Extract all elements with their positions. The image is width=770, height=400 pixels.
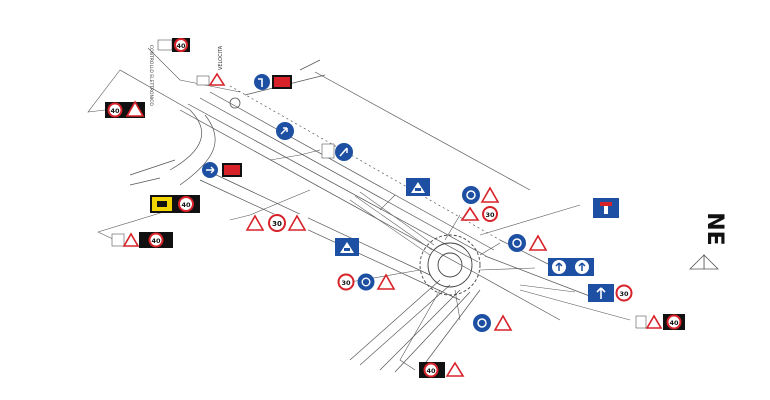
warning-triangle-icon xyxy=(287,214,307,231)
speed-limit-icon xyxy=(174,38,188,52)
speed-value: 40 xyxy=(669,319,679,327)
sign-group-top-right xyxy=(254,74,292,90)
pedestrian-crossing-icon xyxy=(411,182,425,193)
speed-limit-icon xyxy=(107,102,123,118)
roundabout-icon xyxy=(508,234,526,252)
speed-value-30: 30 xyxy=(485,211,495,219)
sign-group-yellow: 40 xyxy=(150,195,200,213)
warning-triangle-icon xyxy=(528,234,548,251)
speed-limit-icon xyxy=(268,214,286,232)
sign-group-bottom: 40 xyxy=(419,361,465,378)
sign-group-arrow-30: 30 xyxy=(588,284,633,302)
leader-lines xyxy=(87,47,631,371)
north-label: NE xyxy=(702,212,727,245)
warning-triangle-icon xyxy=(480,186,500,203)
sign-group-roundabout-top xyxy=(462,186,500,204)
warning-triangle-icon xyxy=(445,361,465,377)
speed-value-30: 30 xyxy=(272,220,282,228)
warning-triangle-icon xyxy=(645,314,663,329)
straight-arrow-icon xyxy=(596,287,606,299)
speed-value: 40 xyxy=(176,42,186,50)
dead-end-sign xyxy=(593,198,619,218)
speed-value-30: 30 xyxy=(341,279,351,287)
sign-group-left-upper: 40 xyxy=(105,100,145,118)
speed-value: 40 xyxy=(110,107,120,115)
north-arrow-icon xyxy=(703,254,719,270)
sign-group-roundabout-bottom xyxy=(473,314,513,332)
speed-limit-icon xyxy=(666,314,682,330)
sign-group-top-left: 40 xyxy=(157,38,190,52)
pedestrian-crossing-icon xyxy=(340,242,354,253)
warning-triangle-icon xyxy=(245,214,265,231)
roundabout-icon xyxy=(462,186,480,204)
speed-limit-icon xyxy=(423,362,439,378)
sign-group-left-mid xyxy=(202,162,242,178)
sign-group-lower-left: 30 xyxy=(245,214,308,232)
warning-triangle-icon xyxy=(493,314,513,331)
sign-group-keep-left xyxy=(276,122,294,140)
warning-triangle-icon xyxy=(208,72,226,86)
speed-limit-icon xyxy=(615,284,633,302)
speed-value: 40 xyxy=(426,367,436,375)
speed-value: 40 xyxy=(151,237,161,245)
speed-value: 40 xyxy=(181,201,191,209)
note-street: VELOCITA xyxy=(218,45,224,70)
sign-group-center xyxy=(321,143,353,161)
note-top: CONTROLLO ELETTRONICO xyxy=(148,45,154,106)
warning-triangle-icon xyxy=(376,273,396,290)
pedestrian-crossing-sign-upper xyxy=(406,178,430,196)
sign-group-30-top: 30 xyxy=(460,206,498,222)
sign-group-right: 40 xyxy=(635,314,685,330)
road-lines xyxy=(119,59,601,373)
speed-limit-icon xyxy=(337,273,355,291)
roundabout xyxy=(419,234,481,296)
pedestrian-crossing-sign-lower xyxy=(335,238,359,256)
sign-group-lane-arrows xyxy=(548,258,594,276)
warning-triangle-icon xyxy=(125,100,145,117)
sign-group-top-mid xyxy=(196,72,226,86)
warning-triangle-icon xyxy=(122,232,140,247)
speed-value-30: 30 xyxy=(619,290,629,298)
north-arrow: NE xyxy=(689,212,727,270)
warning-triangle-icon xyxy=(460,206,480,221)
sign-group-bottom-left: 40 xyxy=(111,232,173,248)
speed-limit-icon xyxy=(178,196,194,212)
speed-limit-icon xyxy=(482,206,498,222)
sign-group-roundabout-right xyxy=(508,234,548,252)
hatched-island xyxy=(349,191,435,256)
roundabout-icon xyxy=(473,314,491,332)
speed-limit-icon xyxy=(148,232,164,248)
lamp-post xyxy=(229,97,241,109)
roundabout-icon xyxy=(357,273,375,291)
sign-group-lower-center: 30 xyxy=(337,273,396,291)
dead-end-icon xyxy=(604,203,608,214)
